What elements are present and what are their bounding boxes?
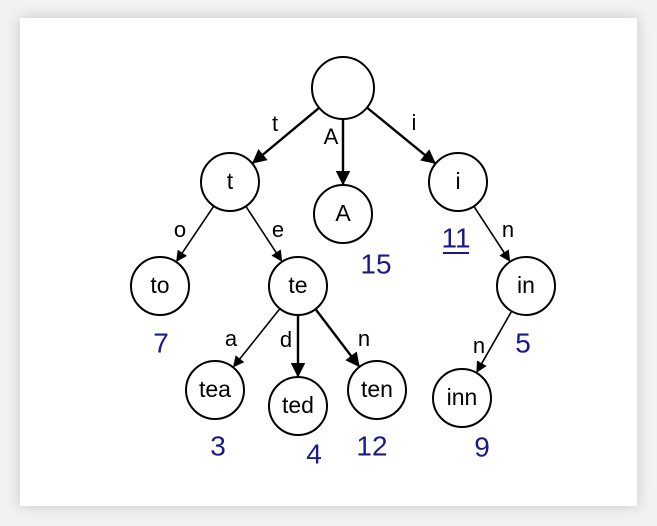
node-label-te: te <box>288 272 307 298</box>
node-inn: inn <box>432 368 492 428</box>
node-label-ten: ten <box>361 376 393 402</box>
node-label-i: i <box>455 168 460 194</box>
edge-label-t-te: e <box>272 217 284 242</box>
edge-label-i-in: n <box>502 217 514 242</box>
node-circle-te <box>268 256 328 316</box>
node-circle-root <box>311 56 375 120</box>
node-A: A <box>313 184 373 244</box>
node-label-A: A <box>335 200 351 226</box>
node-t: t <box>200 152 260 212</box>
node-to: to <box>130 256 190 316</box>
node-i: i <box>428 152 488 212</box>
node-value-A: 15 <box>360 248 391 279</box>
edge-label-te-ten: n <box>358 326 370 351</box>
edge-t-to <box>176 205 215 263</box>
edge-i-in <box>473 205 511 262</box>
node-circle-ted <box>268 376 328 436</box>
node-te: te <box>268 256 328 316</box>
node-value-tea: 3 <box>210 430 226 461</box>
node-label-in: in <box>517 272 535 298</box>
edge-label-root-A: A <box>324 124 339 149</box>
node-circle-i <box>428 152 488 212</box>
edge-te-tea <box>233 308 281 368</box>
edge-t-te <box>245 205 283 262</box>
edge-label-root-i: i <box>412 110 417 135</box>
node-value-in: 5 <box>515 327 531 358</box>
node-value-i: 11 <box>441 222 470 253</box>
node-circle-tea <box>185 360 245 420</box>
node-ted: ted <box>268 376 328 436</box>
node-root <box>311 56 375 120</box>
edge-in-inn <box>476 310 513 373</box>
node-circle-ten <box>347 360 407 420</box>
edge-label-t-to: o <box>174 217 186 242</box>
node-label-tea: tea <box>199 376 231 402</box>
edge-label-in-inn: n <box>473 333 485 358</box>
node-label-inn: inn <box>447 384 478 410</box>
node-circle-in <box>496 256 556 316</box>
edge-label-root-t: t <box>272 111 278 136</box>
node-circle-t <box>200 152 260 212</box>
node-tea: tea <box>185 360 245 420</box>
node-ten: ten <box>347 360 407 420</box>
node-label-t: t <box>227 168 234 194</box>
node-value-to: 7 <box>153 327 169 358</box>
node-circle-A <box>313 184 373 244</box>
node-value-ted: 4 <box>306 438 322 469</box>
node-in: in <box>496 256 556 316</box>
node-circle-inn <box>432 368 492 428</box>
edge-te-ten <box>314 308 360 368</box>
node-label-to: to <box>150 272 169 298</box>
edge-root-t <box>251 106 320 164</box>
node-value-ten: 12 <box>356 430 387 461</box>
edge-root-i <box>366 106 436 164</box>
node-value-inn: 9 <box>474 431 490 462</box>
edge-label-te-tea: a <box>225 326 238 351</box>
node-label-ted: ted <box>282 392 314 418</box>
edge-label-te-ted: d <box>280 327 292 352</box>
node-circle-to <box>130 256 190 316</box>
